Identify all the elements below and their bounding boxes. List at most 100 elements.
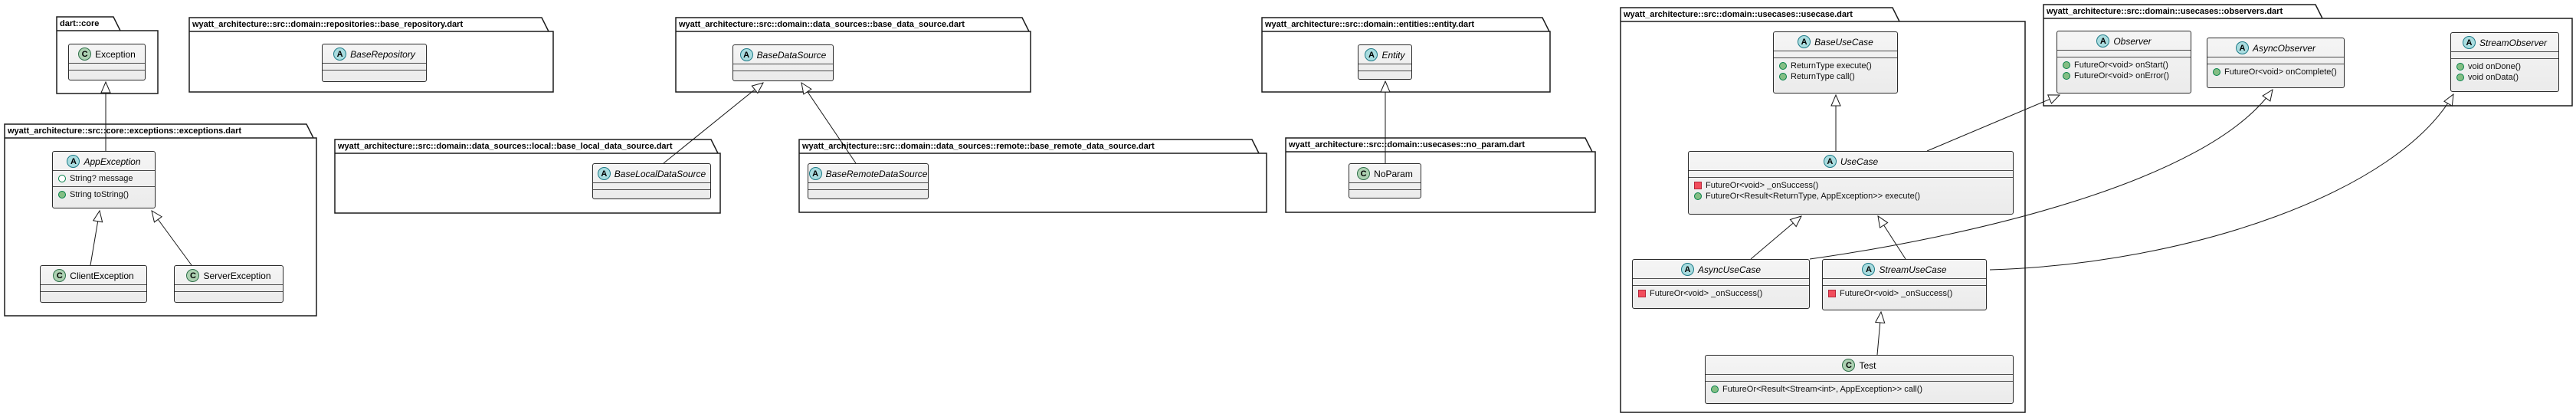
abstract-icon: A <box>1823 155 1837 168</box>
class-method: void onData() <box>2451 72 2558 83</box>
edge-asyncusecase-asyncobserver <box>1809 90 2273 260</box>
class-app-exception: A AppException String? message String toS… <box>52 151 156 208</box>
abstract-icon: A <box>2462 36 2476 49</box>
package-title-observers: wyatt_architecture::src::domain::usecase… <box>2047 7 2283 16</box>
class-name: ClientException <box>70 270 134 281</box>
class-method: FutureOr<void> _onSuccess() <box>1633 288 1809 299</box>
class-name: BaseRemoteDataSource <box>825 168 928 179</box>
private-method-icon <box>1694 182 1702 189</box>
private-method-icon <box>1638 290 1646 297</box>
public-method-icon <box>2213 68 2220 76</box>
class-icon: C <box>78 48 92 61</box>
class-method: FutureOr<void> _onSuccess() <box>1689 180 2013 191</box>
class-name: BaseRepository <box>350 48 415 60</box>
public-method-icon <box>2456 74 2464 81</box>
package-title-exceptions: wyatt_architecture::src::core::exception… <box>8 126 242 136</box>
class-method: FutureOr<Result<ReturnType, AppException… <box>1689 191 2013 202</box>
class-name: NoParam <box>1374 168 1413 179</box>
class-method: void onDone() <box>2451 61 2558 72</box>
class-icon: C <box>53 269 67 282</box>
class-name: Observer <box>2113 35 2152 47</box>
edge-streamusecase-streamobserver <box>1989 94 2453 271</box>
public-method-icon <box>58 191 66 199</box>
abstract-icon: A <box>333 48 347 61</box>
public-method-icon <box>2063 61 2070 69</box>
edge-baseremote-basedatasource <box>801 83 857 164</box>
package-title-entity: wyatt_architecture::src::domain::entitie… <box>1265 20 1475 29</box>
class-method: FutureOr<void> onError() <box>2057 71 2191 81</box>
inheritance-connectors <box>90 81 2453 356</box>
edge-clientexception-appexception <box>90 211 100 266</box>
class-name: AppException <box>84 156 141 167</box>
class-method: FutureOr<void> onComplete() <box>2207 67 2344 77</box>
public-method-icon <box>1779 73 1787 80</box>
class-name: UseCase <box>1840 156 1879 167</box>
class-name: BaseUseCase <box>1814 36 1873 48</box>
abstract-icon: A <box>1798 35 1811 48</box>
edge-usecase-observer <box>1926 95 2060 152</box>
package-title-base-data-source: wyatt_architecture::src::domain::data_so… <box>679 20 965 29</box>
class-method: FutureOr<void> _onSuccess() <box>1823 288 1986 299</box>
class-name: ServerException <box>203 270 271 281</box>
class-method: ReturnType execute() <box>1774 61 1897 71</box>
class-name: StreamObserver <box>2479 37 2548 48</box>
edge-asyncusecase-usecase <box>1750 216 1801 260</box>
class-name: Test <box>1859 359 1876 371</box>
class-icon: C <box>186 269 200 282</box>
public-method-icon <box>1694 192 1702 200</box>
abstract-icon: A <box>1680 263 1694 276</box>
edge-test-streamusecase <box>1877 312 1881 356</box>
abstract-icon: A <box>1365 48 1378 61</box>
field-marker-icon <box>58 175 66 182</box>
abstract-icon: A <box>1862 263 1876 276</box>
package-title-local-data-source: wyatt_architecture::src::domain::data_so… <box>338 142 673 151</box>
package-title-remote-data-source: wyatt_architecture::src::domain::data_so… <box>802 142 1155 151</box>
private-method-icon <box>1828 290 1836 297</box>
abstract-icon: A <box>2235 41 2249 54</box>
class-method: FutureOr<Result<Stream<int>, AppExceptio… <box>1706 384 2013 395</box>
package-title-base-repository: wyatt_architecture::src::domain::reposit… <box>192 20 464 29</box>
class-icon: C <box>1357 167 1371 180</box>
abstract-icon: A <box>2096 34 2110 48</box>
abstract-icon: A <box>739 48 753 61</box>
package-title-dart-core: dart::core <box>60 19 100 28</box>
class-name: AsyncObserver <box>2252 42 2316 54</box>
public-method-icon <box>1711 386 1719 393</box>
edge-serverexception-appexception <box>152 211 192 266</box>
class-icon: C <box>1842 359 1856 372</box>
class-name: StreamUseCase <box>1879 264 1947 275</box>
class-name: Entity <box>1381 49 1405 61</box>
edge-streamusecase-usecase <box>1878 216 1906 260</box>
class-field: String? message <box>53 173 155 184</box>
class-method: ReturnType call() <box>1774 71 1897 82</box>
abstract-icon: A <box>67 155 80 168</box>
class-method: String toString() <box>53 189 155 200</box>
public-method-icon <box>2456 63 2464 71</box>
class-name: AsyncUseCase <box>1697 264 1762 275</box>
package-title-usecase: wyatt_architecture::src::domain::usecase… <box>1624 10 1853 19</box>
class-name: Exception <box>95 48 136 60</box>
abstract-icon: A <box>597 167 611 180</box>
class-method: FutureOr<void> onStart() <box>2057 60 2191 71</box>
public-method-icon <box>2063 72 2070 80</box>
package-title-no-param: wyatt_architecture::src::domain::usecase… <box>1289 140 1526 149</box>
class-name: BaseLocalDataSource <box>614 168 706 179</box>
class-name: BaseDataSource <box>756 49 827 61</box>
